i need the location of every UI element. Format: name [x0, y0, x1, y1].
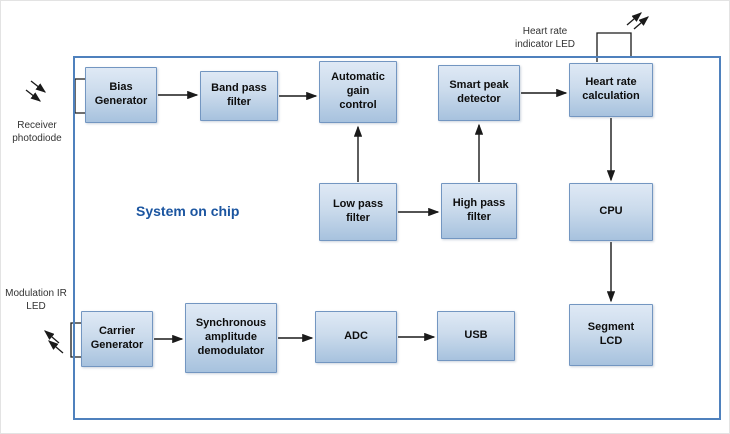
- chip-title: System on chip: [136, 203, 240, 219]
- block-band-pass-filter: Band pass filter: [200, 71, 278, 121]
- block-heart-rate-calculation: Heart rate calculation: [569, 63, 653, 117]
- block-adc: ADC: [315, 311, 397, 363]
- block-smart-peak-detector: Smart peak detector: [438, 65, 520, 121]
- label-receiver-photodiode: Receiver photodiode: [12, 120, 62, 144]
- label-modulation-ir-led: Modulation IR LED: [5, 288, 67, 312]
- block-cpu: CPU: [569, 183, 653, 241]
- block-carrier-generator: Carrier Generator: [81, 311, 153, 367]
- block-bias-generator: Bias Generator: [85, 67, 157, 123]
- block-synchronous-amplitude-demodulator: Synchronous amplitude demodulator: [185, 303, 277, 373]
- block-usb: USB: [437, 311, 515, 361]
- block-low-pass-filter: Low pass filter: [319, 183, 397, 241]
- block-segment-lcd: Segment LCD: [569, 304, 653, 366]
- wire-hrcalc-to-indicator-led: [596, 32, 632, 62]
- block-automatic-gain-control: Automatic gain control: [319, 61, 397, 123]
- wire-photodiode-to-bias: [74, 78, 86, 114]
- heart-rate-indicator-led-icon: [626, 12, 649, 30]
- receiver-photodiode-icon: [25, 80, 47, 102]
- modulation-ir-led-icon: [44, 330, 64, 354]
- system-on-chip-boundary: [73, 56, 721, 420]
- wire-carrier-to-ir-led: [70, 322, 82, 358]
- label-heart-rate-indicator-led: Heart rate indicator LED: [514, 26, 576, 50]
- block-high-pass-filter: High pass filter: [441, 183, 517, 239]
